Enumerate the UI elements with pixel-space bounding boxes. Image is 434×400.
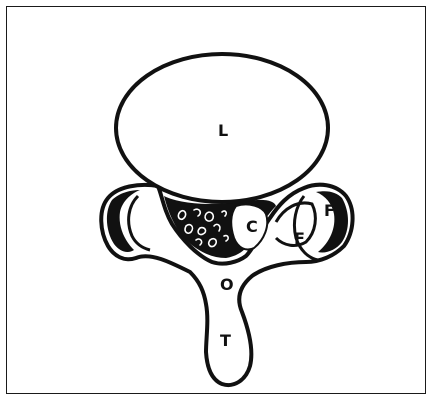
label-body: L <box>218 121 228 140</box>
label-facet-outer: F <box>324 201 335 220</box>
label-canal: C <box>246 217 258 236</box>
label-lamina: O <box>220 275 234 294</box>
label-spinous: T <box>220 331 231 350</box>
label-facet-inner: F <box>294 229 305 248</box>
